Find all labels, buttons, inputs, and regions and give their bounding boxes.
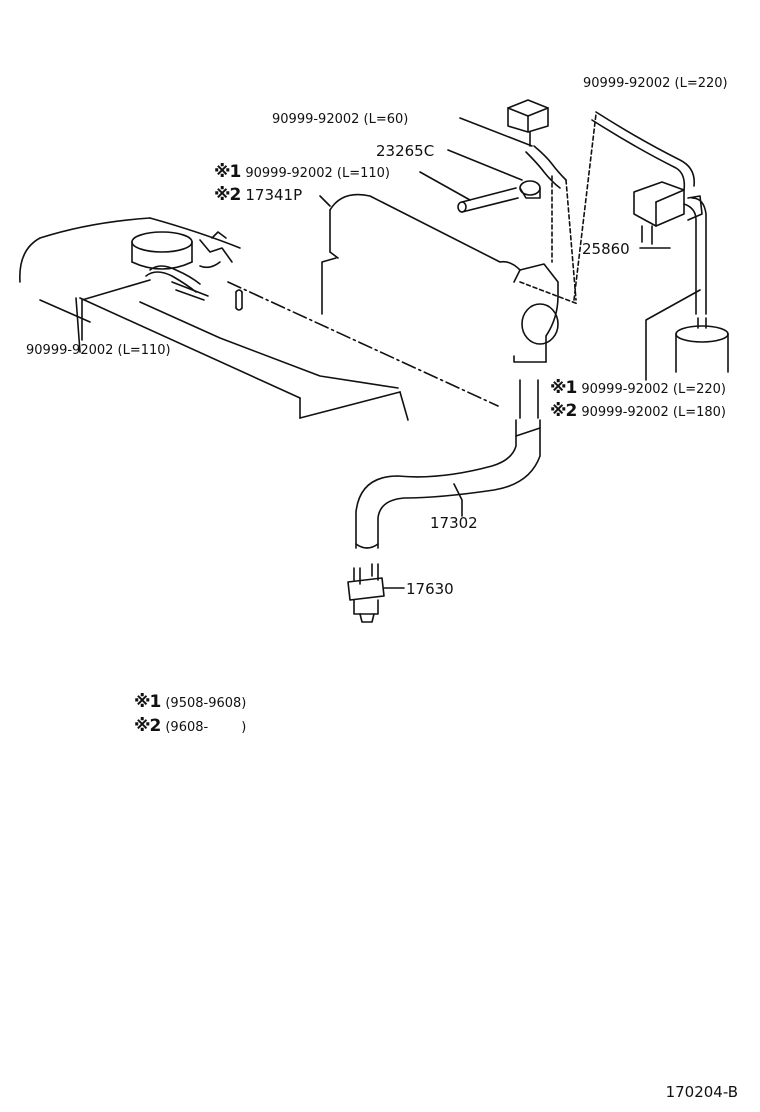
label-hose-l220-lower: 90999-92002 (L=220) bbox=[581, 382, 726, 397]
leader-l60 bbox=[459, 117, 533, 147]
mark-2: ※2 bbox=[214, 185, 241, 205]
dashed-link-3 bbox=[573, 113, 597, 301]
legend-row-2: ※2 (9608- ) bbox=[134, 718, 246, 736]
legend-row-1: ※1 (9508-9608) bbox=[134, 694, 246, 712]
legend-range-2: (9608- ) bbox=[165, 720, 247, 735]
mark-2: ※2 bbox=[550, 401, 577, 421]
leader-17341p bbox=[319, 195, 331, 207]
leader-left-hose bbox=[81, 279, 151, 341]
mark-1: ※1 bbox=[550, 378, 577, 398]
hose-17302 bbox=[355, 379, 541, 549]
label-hose-l60: 90999-92002 (L=60) bbox=[272, 112, 409, 127]
leader-17302 bbox=[453, 483, 463, 517]
intake-chamber-outline bbox=[321, 193, 559, 363]
hose-right-vertical bbox=[683, 197, 707, 315]
dashed-link-2 bbox=[565, 179, 577, 301]
vsv-25860 bbox=[633, 181, 703, 245]
label-part-17341p: 17341P bbox=[245, 186, 303, 204]
legend-range-1: (9508-9608) bbox=[165, 696, 247, 711]
legend-mark-1: ※1 bbox=[134, 692, 161, 712]
label-hose-l110-upper-row: ※1 90999-92002 (L=110) bbox=[214, 164, 390, 182]
oil-filler-cap bbox=[131, 231, 193, 270]
pcv-hose-cluster bbox=[145, 231, 243, 311]
hose-l60 bbox=[525, 145, 567, 189]
vacuum-switch-17630 bbox=[347, 563, 405, 623]
label-part-23265c: 23265C bbox=[376, 142, 435, 160]
dashed-link-4 bbox=[519, 281, 579, 305]
leader-l220-lower bbox=[645, 289, 701, 381]
label-part-17302: 17302 bbox=[430, 514, 478, 532]
label-hose-l110-upper: 90999-92002 (L=110) bbox=[245, 166, 390, 181]
centerline-engine bbox=[227, 281, 499, 407]
hose-l220-top bbox=[591, 111, 696, 191]
leader-l110-upper bbox=[419, 171, 471, 201]
label-hose-l180: 90999-92002 (L=180) bbox=[581, 405, 726, 420]
label-hose-l220-top: 90999-92002 (L=220) bbox=[583, 76, 728, 91]
engine-body-outline bbox=[19, 217, 409, 421]
vacuum-valve-23265c bbox=[457, 180, 541, 213]
label-part-17630: 17630 bbox=[406, 580, 454, 598]
canister bbox=[675, 317, 729, 373]
legend-mark-2: ※2 bbox=[134, 716, 161, 736]
vsv-filter-box bbox=[507, 99, 549, 147]
label-hose-l220-lower-row: ※1 90999-92002 (L=220) bbox=[550, 380, 726, 398]
mark-1: ※1 bbox=[214, 162, 241, 182]
label-part-25860: 25860 bbox=[582, 240, 630, 258]
label-hose-l180-row: ※2 90999-92002 (L=180) bbox=[550, 403, 726, 421]
leader-23265c bbox=[447, 149, 523, 181]
figure-code: 170204-B bbox=[665, 1083, 738, 1101]
label-hose-l110-left: 90999-92002 (L=110) bbox=[26, 343, 171, 358]
